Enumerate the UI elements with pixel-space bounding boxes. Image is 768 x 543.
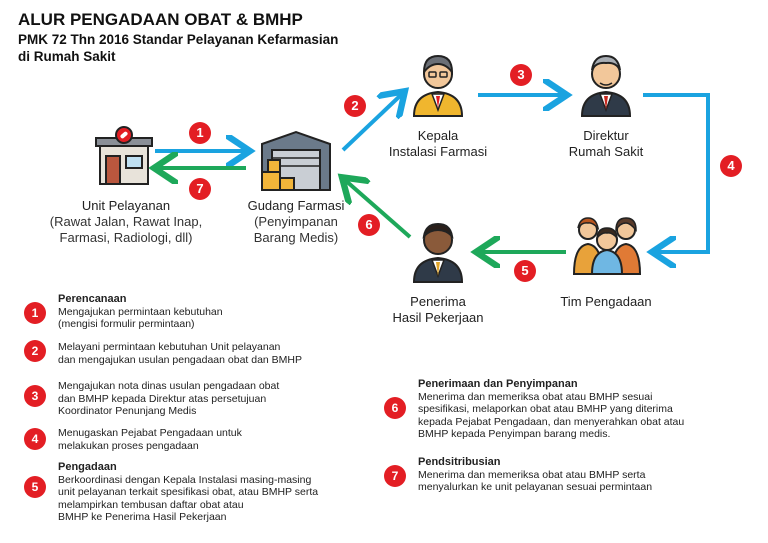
legend-3-line-2: dan BMHP kepada Direktur atas persetujua… (58, 392, 267, 405)
node-tim-pengadaan: Tim Pengadaan (546, 294, 666, 310)
legend-heading-7: Pendsitribusian (418, 456, 501, 468)
legend-2-line-2: dan mengajukan usulan pengadaan obat dan… (58, 353, 303, 366)
legend-badge-1: 1 (24, 302, 46, 324)
node-penerima-line-1: Penerima (410, 294, 466, 309)
legend-item-2: Melayani permintaan kebutuhan Unit pelay… (58, 341, 368, 366)
step-badge-3: 3 (510, 64, 532, 86)
legend-item-4: Menugaskan Pejabat Pengadaan untuk melak… (58, 427, 368, 452)
warehouse-icon (261, 130, 331, 191)
node-penerima: Penerima Hasil Pekerjaan (378, 294, 498, 326)
arrow-2 (341, 94, 402, 152)
step-badge-5: 5 (514, 260, 536, 282)
legend-5-line-3: melampirkan tembusan daftar obat atau (58, 498, 244, 511)
node-kepala-line-2: Instalasi Farmasi (388, 144, 488, 159)
legend-badge-7: 7 (384, 465, 406, 487)
node-penerima-line-2: Hasil Pekerjaan (392, 310, 484, 325)
legend-6-line-2: spesifikasi, melaporkan obat atau BMHP y… (418, 403, 673, 415)
step-badge-2: 2 (344, 95, 366, 117)
legend-5-line-4: BMHP ke Penerima Hasil Pekerjaan (58, 511, 227, 523)
node-unit-name: Unit Pelayanan (81, 198, 171, 213)
legend-item-1: Perencanaan Mengajukan permintaan kebutu… (58, 293, 358, 331)
page-title: ALUR PENGADAAN OBAT & BMHP (18, 10, 303, 29)
receiver-icon (412, 222, 464, 283)
node-unit-detail-2: Farmasi, Radiologi, dll) (59, 230, 193, 245)
legend-5-line-1: Berkoordinasi dengan Kepala Instalasi ma… (58, 473, 312, 486)
legend-4-line-1: Menugaskan Pejabat Pengadaan untuk (58, 427, 242, 439)
legend-badge-2: 2 (24, 340, 46, 362)
legend-heading-5: Pengadaan (58, 461, 117, 473)
legend-heading-6: Penerimaan dan Penyimpanan (418, 378, 578, 390)
node-gudang-name: Gudang Farmasi (247, 198, 345, 213)
subtitle-line-2: di Rumah Sakit (18, 49, 116, 64)
legend-5-line-2: unit pelayanan terkait spesifikasi obat,… (58, 486, 319, 498)
step-badge-1: 1 (189, 122, 211, 144)
subtitle-line-1: PMK 72 Thn 2016 Standar Pelayanan Kefarm… (18, 32, 339, 47)
legend-3-line-1: Mengajukan nota dinas usulan pengadaan o… (58, 380, 280, 392)
step-badge-7: 7 (189, 178, 211, 200)
legend-7-line-2: menyalurkan ke unit pelayanan sesuai per… (418, 481, 653, 493)
legend-2-line-1: Melayani permintaan kebutuhan Unit pelay… (58, 341, 281, 353)
step-badge-4: 4 (720, 155, 742, 177)
clinic-building-icon (95, 126, 153, 185)
node-gudang-farmasi: Gudang Farmasi (Penyimpanan Barang Medis… (236, 198, 356, 246)
legend-item-6: Penerimaan dan Penyimpanan Menerima dan … (418, 378, 758, 441)
node-unit-detail-1: (Rawat Jalan, Rawat Inap, (49, 214, 203, 229)
node-gudang-detail-1: (Penyimpanan (254, 214, 338, 229)
legend-1-line-1: Mengajukan permintaan kebutuhan (58, 305, 223, 318)
legend-3-line-3: Koordinator Penunjang Medis (58, 405, 197, 417)
page-subtitle: PMK 72 Thn 2016 Standar Pelayanan Kefarm… (18, 31, 438, 65)
director-icon (580, 54, 632, 117)
legend-badge-6: 6 (384, 397, 406, 419)
step-badge-6: 6 (358, 214, 380, 236)
node-gudang-detail-2: Barang Medis) (253, 230, 339, 245)
node-kepala-instalasi: Kepala Instalasi Farmasi (378, 128, 498, 160)
arrow-6 (345, 180, 412, 239)
node-unit-pelayanan: Unit Pelayanan (Rawat Jalan, Rawat Inap,… (26, 198, 226, 246)
team-icon (572, 217, 642, 275)
node-kepala-line-1: Kepala (417, 128, 459, 143)
legend-badge-4: 4 (24, 428, 46, 450)
legend-6-line-1: Menerima dan memeriksa obat atau BMHP se… (418, 390, 653, 403)
arrow-4 (643, 93, 710, 252)
legend-4-line-2: melakukan proses pengadaan (58, 439, 199, 452)
legend-badge-5: 5 (24, 476, 46, 498)
legend-7-line-1: Menerima dan memeriksa obat atau BMHP se… (418, 468, 646, 481)
node-direktur-line-1: Direktur (583, 128, 629, 143)
node-tim-line-1: Tim Pengadaan (560, 294, 652, 309)
node-direktur-line-2: Rumah Sakit (568, 144, 644, 159)
legend-heading-1: Perencanaan (58, 293, 127, 305)
legend-item-3: Mengajukan nota dinas usulan pengadaan o… (58, 380, 368, 418)
node-direktur: Direktur Rumah Sakit (546, 128, 666, 160)
legend-1-line-2: (mengisi formulir permintaan) (58, 318, 195, 330)
legend-item-7: Pendsitribusian Menerima dan memeriksa o… (418, 456, 758, 494)
legend-6-line-4: BMHP kepada Penyimpan barang medis. (418, 428, 611, 440)
legend-6-line-3: kepada Pejabat Pengadaan, dan menyerahka… (418, 415, 685, 428)
pharmacist-head-icon (412, 54, 464, 117)
legend-item-5: Pengadaan Berkoordinasi dengan Kepala In… (58, 461, 388, 524)
legend-badge-3: 3 (24, 385, 46, 407)
